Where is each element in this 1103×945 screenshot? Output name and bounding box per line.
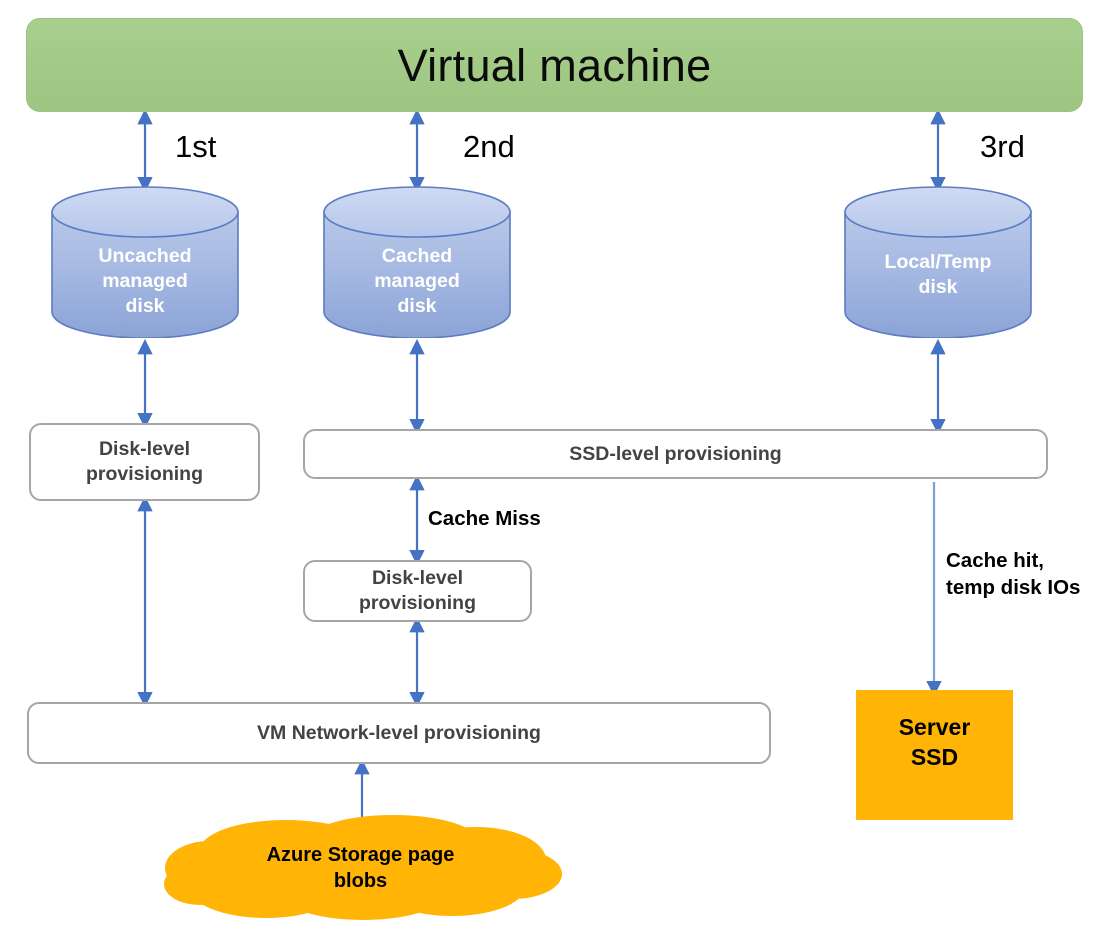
ssd-level-provisioning-box: SSD-level provisioning (303, 429, 1048, 479)
virtual-machine-label: Virtual machine (397, 39, 712, 91)
cache-hit-temp-disk-ios-annotation: Cache hit, temp disk IOs (946, 549, 1081, 599)
server-ssd-label: Server SSD (898, 714, 971, 770)
disk-level-provisioning-middle-box: Disk-level provisioning (303, 560, 532, 622)
local-temp-disk-cylinder: Local/Temp disk (843, 186, 1033, 338)
disk-level-provisioning-left-label: Disk-level provisioning (86, 438, 203, 485)
server-ssd-box: Server SSD (856, 690, 1013, 820)
uncached-managed-disk-cylinder: Uncached managed disk (50, 186, 240, 338)
cached-managed-disk-cylinder: Cached managed disk (322, 186, 512, 338)
ssd-level-provisioning-label: SSD-level provisioning (569, 442, 782, 465)
disk-level-provisioning-middle-label: Disk-level provisioning (359, 567, 476, 614)
virtual-machine-header: Virtual machine (26, 18, 1083, 112)
cylinder-shape (323, 186, 511, 338)
cache-miss-annotation: Cache Miss (428, 507, 541, 530)
cloud-shape (164, 815, 562, 920)
cylinder-shape (844, 186, 1032, 338)
vm-network-level-provisioning-box: VM Network-level provisioning (27, 702, 771, 764)
ordinal-label-first: 1st (175, 129, 217, 164)
vm-network-level-provisioning-label: VM Network-level provisioning (257, 721, 541, 744)
ordinal-label-third: 3rd (980, 129, 1025, 164)
disk-level-provisioning-left-box: Disk-level provisioning (29, 423, 260, 501)
ordinal-label-second: 2nd (463, 129, 515, 164)
azure-storage-page-blobs-cloud: Azure Storage page blobs (158, 812, 563, 922)
cylinder-shape (51, 186, 239, 338)
